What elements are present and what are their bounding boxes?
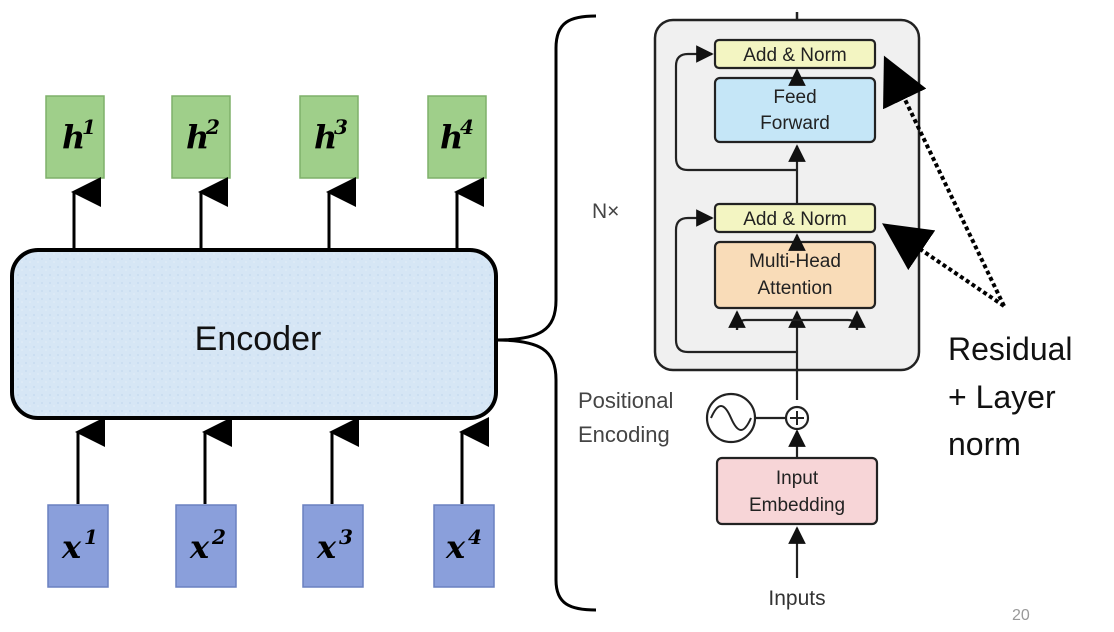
svg-text:Add & Norm: Add & Norm [743,209,846,230]
input-embedding-block: Input Embedding [715,456,879,526]
output-h4-base: h [440,118,463,156]
output-h2-sup: 2 [205,115,220,139]
svg-text:norm: norm [948,426,1021,462]
residual-annotation-arrows [882,55,1006,308]
svg-text:Embedding: Embedding [749,495,845,516]
stack-connections [674,45,866,400]
input-x4-base: x [445,528,466,566]
output-h3-base: h [314,118,337,156]
input-x1-base: x [61,528,82,566]
output-h3: h 3 [299,95,359,179]
positional-encoding: Positional Encoding [578,388,810,458]
svg-text:Encoding: Encoding [578,422,670,447]
input-x3-base: x [316,528,337,566]
residual-annotation: Residual + Layer norm [948,331,1073,462]
output-h1: h 1 [45,95,105,179]
output-h4-sup: 4 [460,115,474,139]
encoder-block: Encoder [10,248,498,420]
svg-text:Residual: Residual [948,331,1073,367]
output-h1-sup: 1 [82,115,96,139]
input-x1-sup: 1 [84,525,98,549]
page-number: 20 [1012,607,1030,624]
output-h1-base: h [62,118,85,156]
svg-text:Attention: Attention [758,278,833,299]
output-h2: h 2 [171,95,231,179]
input-x3: x 3 [302,504,364,588]
svg-text:+ Layer: + Layer [948,379,1056,415]
curly-brace [495,14,597,612]
input-x4-sup: 4 [468,525,482,549]
encoder-stack-bg [653,18,921,372]
svg-text:Input: Input [776,468,819,489]
svg-text:Multi-Head: Multi-Head [749,251,841,272]
input-x2-base: x [189,528,210,566]
feed-forward-block: Feed Forward [713,76,877,144]
svg-text:Positional: Positional [578,388,673,413]
add-norm-top: Add & Norm [713,38,877,70]
output-h2-base: h [186,118,209,156]
svg-text:Forward: Forward [760,113,830,134]
input-x3-sup: 3 [339,525,353,549]
output-arrows [71,177,484,250]
input-x2-sup: 2 [211,525,226,549]
input-x1: x 1 [47,504,109,588]
encoder-label: Encoder [195,320,322,358]
multi-head-attention-block: Multi-Head Attention [713,240,877,310]
output-h4: h 4 [427,95,487,179]
input-arrows [75,417,489,504]
svg-text:Add & Norm: Add & Norm [743,45,846,66]
output-h3-sup: 3 [334,115,348,139]
inputs-label: Inputs [768,587,825,610]
svg-text:Feed: Feed [773,87,816,108]
input-x4: x 4 [433,504,495,588]
add-norm-bottom: Add & Norm [713,202,877,234]
nx-label: N× [592,200,619,223]
input-x2: x 2 [175,504,237,588]
